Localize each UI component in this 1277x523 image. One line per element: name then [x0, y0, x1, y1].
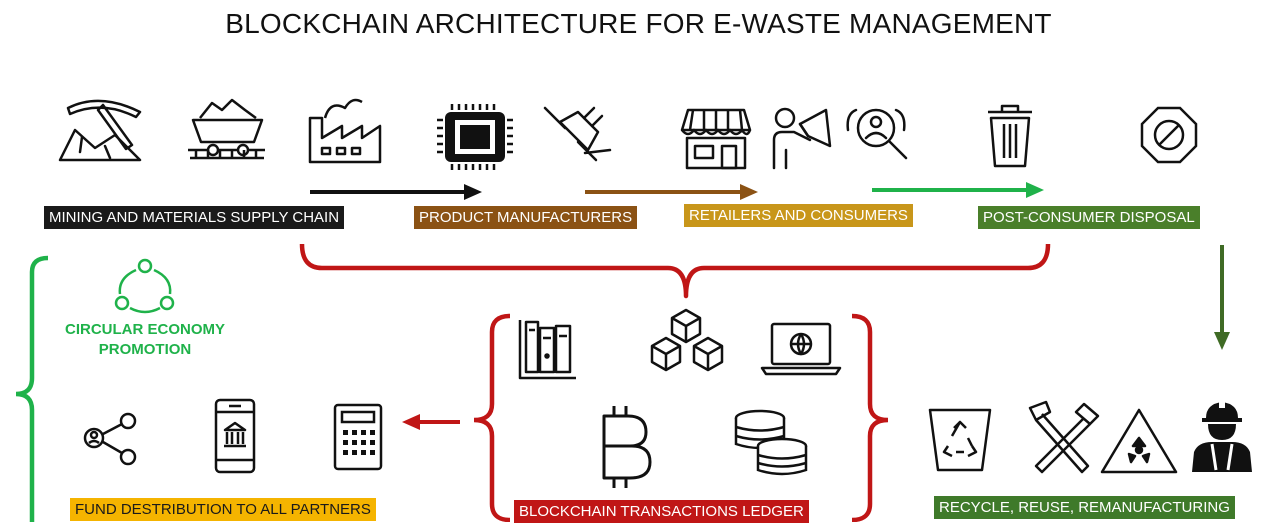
recycle-bin-icon [928, 408, 992, 472]
circular-economy-icon [114, 258, 175, 314]
circular-economy-label: CIRCULAR ECONOMY PROMOTION [40, 320, 250, 360]
books-icon [518, 320, 576, 380]
fund-distribution-arrow [402, 414, 460, 430]
flow-arrow-brown [585, 184, 758, 200]
blocks-icon [650, 308, 724, 372]
fund-distribution-label: FUND DESTRIBUTION TO ALL PARTNERS [70, 498, 376, 521]
coins-icon [734, 409, 808, 476]
circular-economy-brace [15, 255, 49, 522]
ledger-right-brace [851, 313, 889, 522]
store-icon [680, 108, 752, 170]
prohibited-icon [1140, 106, 1198, 164]
radiation-warning-icon [1100, 408, 1178, 474]
microchip-icon [437, 104, 513, 170]
stage-label-mining: MINING AND MATERIALS SUPPLY CHAIN [44, 206, 345, 229]
factory-icon [308, 98, 382, 164]
recycle-arrow-down [1214, 245, 1230, 350]
stage-label-manufacturers: PRODUCT MANUFACTURERS [414, 206, 638, 229]
megaphone-person-icon [772, 107, 832, 170]
mobile-bank-icon [214, 398, 256, 474]
stage-label-disposal: POST-CONSUMER DISPOSAL [978, 206, 1200, 229]
ledger-left-brace [473, 313, 511, 522]
circular-economy-line1: CIRCULAR ECONOMY [65, 321, 225, 338]
circular-economy-line2: PROMOTION [98, 341, 192, 358]
calculator-icon [333, 403, 383, 471]
hammers-icon [1028, 400, 1100, 474]
stage-label-retailers: RETAILERS AND CONSUMERS [684, 204, 913, 227]
ledger-top-brace [299, 243, 1051, 299]
trash-bin-icon [988, 104, 1032, 168]
flow-arrow-green [872, 182, 1044, 198]
page-title: BLOCKCHAIN ARCHITECTURE FOR E-WASTE MANA… [225, 8, 1052, 39]
pickaxe-icon [58, 99, 142, 162]
recycle-label: RECYCLE, REUSE, REMANUFACTURING [934, 496, 1235, 519]
consumer-search-icon [846, 108, 908, 160]
bitcoin-icon [602, 406, 652, 488]
worker-icon [1192, 400, 1252, 472]
mine-cart-icon [188, 98, 265, 160]
share-user-icon [83, 412, 137, 466]
laptop-globe-icon [760, 322, 842, 376]
plug-icon [543, 106, 612, 162]
flow-arrow-black [310, 184, 482, 200]
ledger-label: BLOCKCHAIN TRANSACTIONS LEDGER [514, 500, 809, 523]
